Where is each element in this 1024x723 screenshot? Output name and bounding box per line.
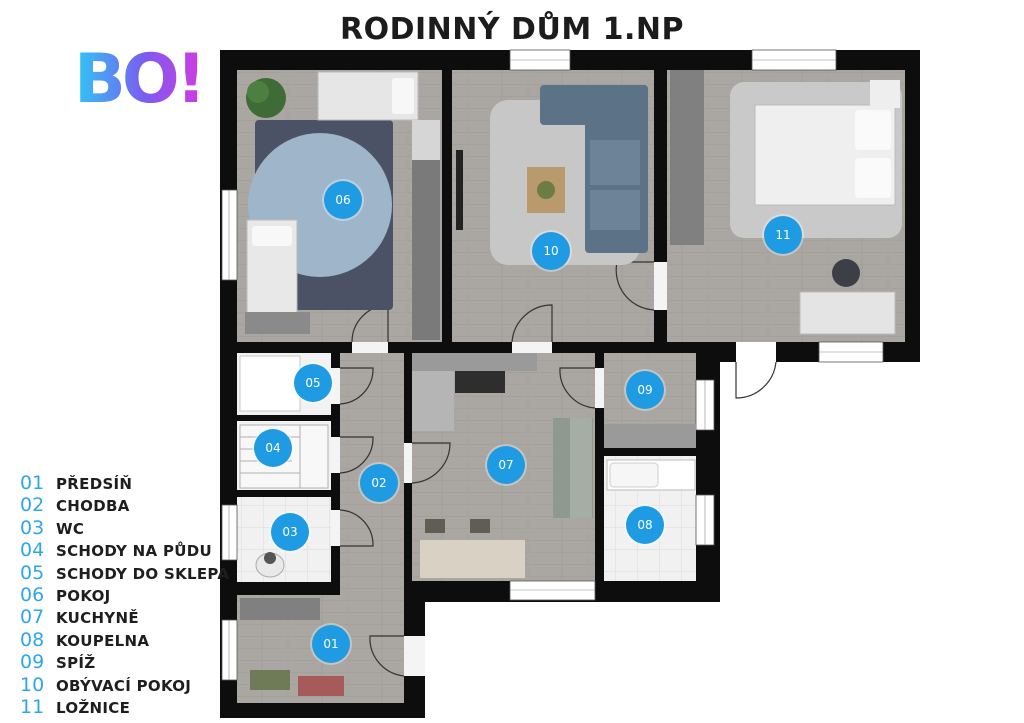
legend-number: 07 <box>20 606 45 629</box>
legend-item: 05 SCHODY DO SKLEPA <box>20 562 229 584</box>
legend-room-name: OBÝVACÍ POKOJ <box>56 676 192 695</box>
room-09-shelves <box>604 424 696 448</box>
doors <box>331 261 777 677</box>
legend-room-name: SCHODY DO SKLEPA <box>56 564 230 583</box>
legend-item: 09 SPÍŽ <box>20 651 229 673</box>
legend-room-name: POKOJ <box>56 586 111 605</box>
room-badge-08: 08 <box>626 506 664 544</box>
room-05-stairs <box>239 355 301 412</box>
legend-number: 05 <box>20 561 45 584</box>
legend-number: 10 <box>20 673 45 696</box>
room-08-fixtures <box>606 459 696 491</box>
legend-item: 01 PŘEDSÍŇ <box>20 472 229 494</box>
room-badge-03: 03 <box>271 513 309 551</box>
legend-item: 03 WC <box>20 517 229 539</box>
room-badge-11: 11 <box>764 216 802 254</box>
legend-item: 06 POKOJ <box>20 584 229 606</box>
legend-room-name: KOUPELNA <box>56 631 150 650</box>
room-badge-06: 06 <box>324 181 362 219</box>
windows <box>221 49 884 681</box>
legend-item: 07 KUCHYNĚ <box>20 606 229 628</box>
room-10-furniture <box>456 85 648 265</box>
logo-tagline-2: & FINANCE <box>71 57 79 100</box>
legend-number: 09 <box>20 651 45 674</box>
logo-mark: BO! <box>74 40 203 110</box>
legend-room-name: LOŽNICE <box>56 698 131 717</box>
legend-item: 02 CHODBA <box>20 494 229 516</box>
room-badge-10: 10 <box>532 232 570 270</box>
room-badge-09: 09 <box>626 371 664 409</box>
room-badge-01: 01 <box>312 625 350 663</box>
legend-room-name: SPÍŽ <box>56 654 96 673</box>
room-11-furniture <box>670 70 902 335</box>
legend-room-name: SCHODY NA PŮDU <box>56 542 212 561</box>
legend-number: 08 <box>20 628 45 651</box>
legend-number: 06 <box>20 583 45 606</box>
legend-room-name: CHODBA <box>56 497 130 516</box>
legend-item: 08 KOUPELNA <box>20 629 229 651</box>
window-lines <box>228 59 883 680</box>
room-badge-02: 02 <box>360 464 398 502</box>
legend-room-name: PŘEDSÍŇ <box>56 475 133 493</box>
brand-logo: BO! REALITY & FINANCE <box>63 40 207 110</box>
room-badge-07: 07 <box>487 446 525 484</box>
room-03-fixtures <box>255 552 285 578</box>
legend-number: 11 <box>20 695 45 718</box>
room-07-furniture <box>412 353 593 578</box>
room-badge-04: 04 <box>254 429 292 467</box>
legend-room-name: WC <box>56 519 85 538</box>
room-badge-05: 05 <box>294 364 332 402</box>
logo-tagline-1: REALITY <box>63 67 71 100</box>
legend-item: 10 OBÝVACÍ POKOJ <box>20 674 229 696</box>
legend-number: 04 <box>20 539 45 562</box>
room-06-furniture <box>245 71 440 340</box>
legend-number: 03 <box>20 516 45 539</box>
room-01-furniture <box>240 598 344 696</box>
legend-number: 02 <box>20 494 45 517</box>
page-title: RODINNÝ DŮM 1.NP <box>340 12 684 47</box>
legend-item: 11 LOŽNICE <box>20 696 229 718</box>
legend-number: 01 <box>20 472 45 494</box>
legend-room-name: KUCHYNĚ <box>56 609 139 628</box>
legend-item: 04 SCHODY NA PŮDU <box>20 539 229 561</box>
